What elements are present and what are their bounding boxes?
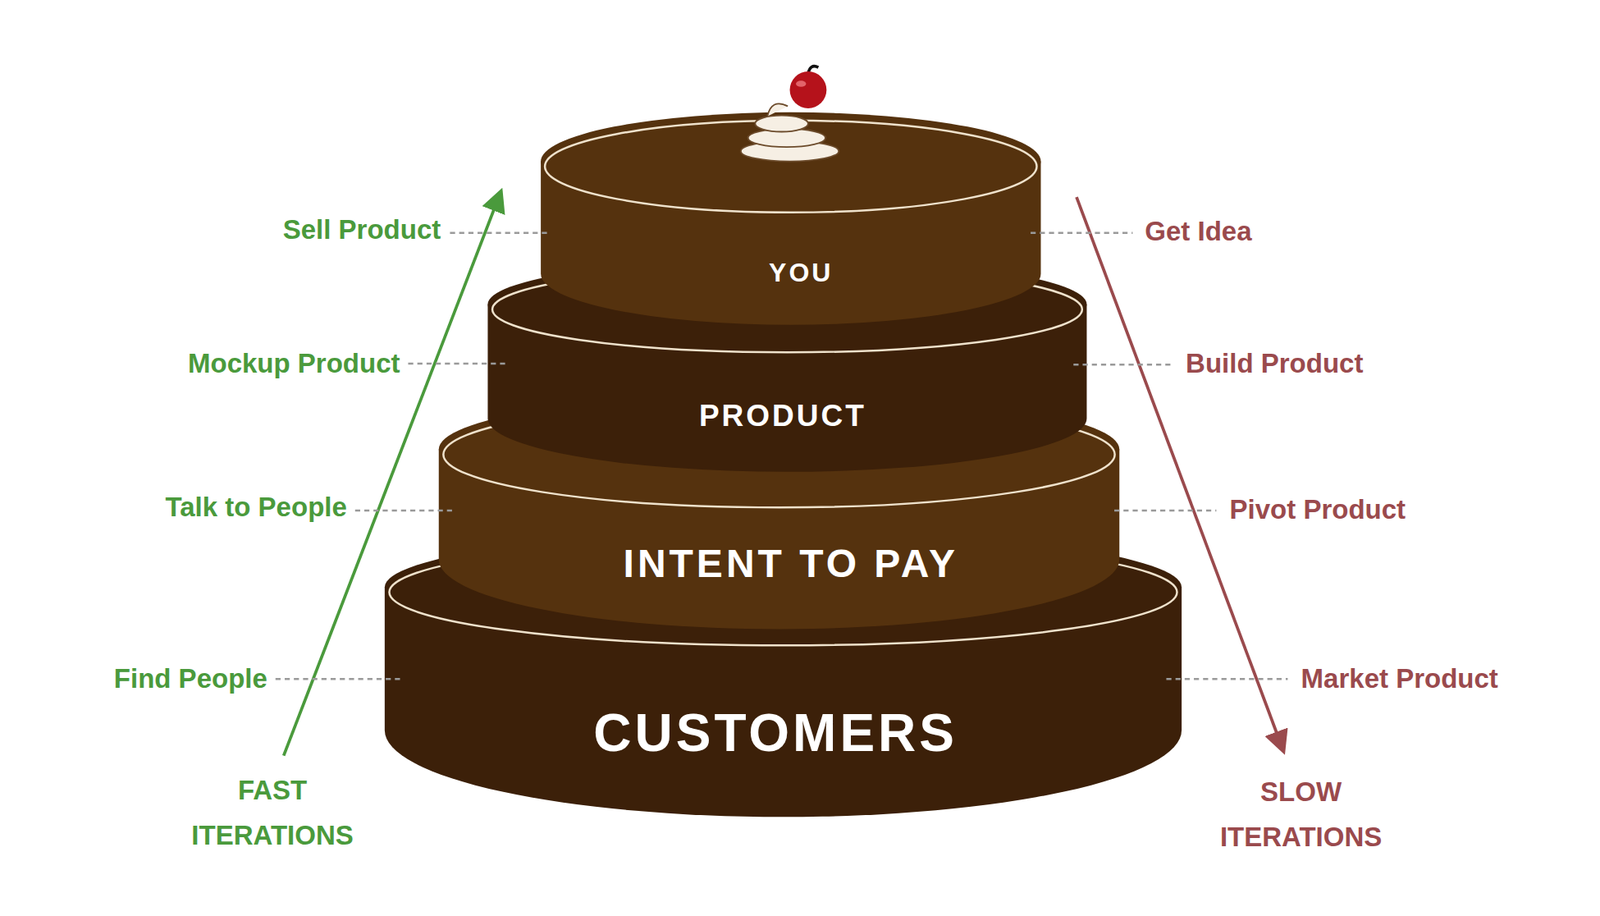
tier-label: PRODUCT (699, 398, 867, 434)
cake-tier: PRODUCT (690, 395, 875, 437)
step-label: Build Product (1185, 347, 1363, 380)
tier-label: CUSTOMERS (593, 702, 958, 764)
cream-cherry (740, 66, 839, 162)
cake-tier-shape (540, 112, 1041, 325)
step-label: Pivot Product (1229, 493, 1407, 526)
cake-tier: INTENT TO PAY (615, 537, 968, 590)
step-label: Get Idea (1144, 214, 1252, 248)
cake-tier: YOU (760, 254, 842, 292)
iteration-label: SLOW ITERATIONS (1202, 768, 1400, 860)
step-label: Market Product (1301, 662, 1499, 695)
iteration-label: FAST ITERATIONS (173, 767, 371, 858)
step-label: Mockup Product (187, 347, 401, 380)
step-label: Talk to People (165, 490, 348, 524)
cake-tier: CUSTOMERS (585, 699, 966, 767)
tier-label: YOU (768, 257, 833, 288)
step-label: Find People (114, 662, 268, 695)
step-label: Sell Product (283, 213, 442, 247)
fast-arrow (283, 199, 499, 756)
tier-label: INTENT TO PAY (623, 540, 960, 586)
leader-lines (275, 233, 1289, 680)
slow-arrow (1076, 196, 1281, 744)
